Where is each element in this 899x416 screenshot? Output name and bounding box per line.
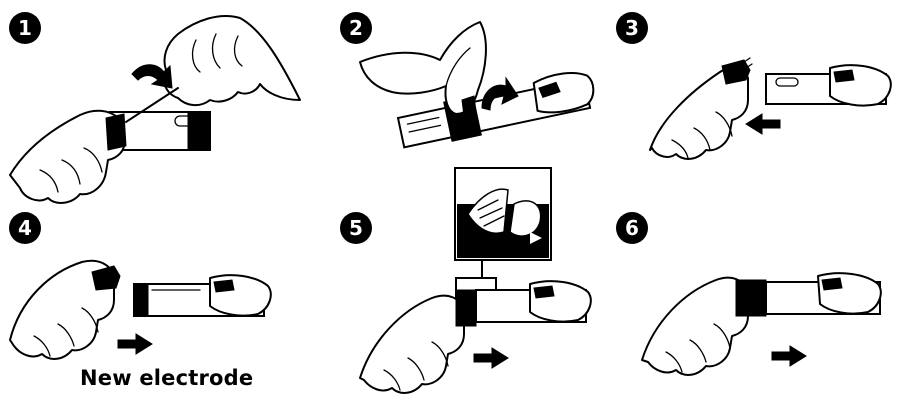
step-2-panel: 2 [340, 12, 598, 151]
step-4-panel: 4 [9, 212, 271, 359]
step-3-badge: 3 [616, 12, 648, 44]
step-6-left-hand [642, 278, 748, 375]
step-5-badge: 5 [340, 212, 372, 244]
step-5-arrow-right [474, 348, 508, 368]
step-5-number: 5 [349, 216, 363, 240]
step-5-panel: 5 [340, 168, 591, 393]
step-3-arrow-left [746, 114, 780, 134]
step-3-panel: 3 [616, 12, 891, 159]
step-4-arrow-right [118, 334, 152, 354]
step-1-badge: 1 [9, 12, 41, 44]
step-2-number: 2 [349, 16, 363, 40]
caption-label: New electrode [80, 366, 253, 390]
step-1-panel: 1 [9, 12, 300, 203]
step-6-arrow-right [772, 346, 806, 366]
step-4-number: 4 [18, 216, 32, 240]
step-3-number: 3 [625, 16, 639, 40]
step-1-right-hand [164, 16, 300, 105]
step-5-left-hand [360, 296, 464, 393]
step-6-panel: 6 [616, 212, 881, 375]
step-4-badge: 4 [9, 212, 41, 244]
step-1-number: 1 [18, 16, 32, 40]
step-5-detail-inset [455, 168, 551, 278]
step-6-badge: 6 [616, 212, 648, 244]
step-2-badge: 2 [340, 12, 372, 44]
step-6-number: 6 [625, 216, 639, 240]
